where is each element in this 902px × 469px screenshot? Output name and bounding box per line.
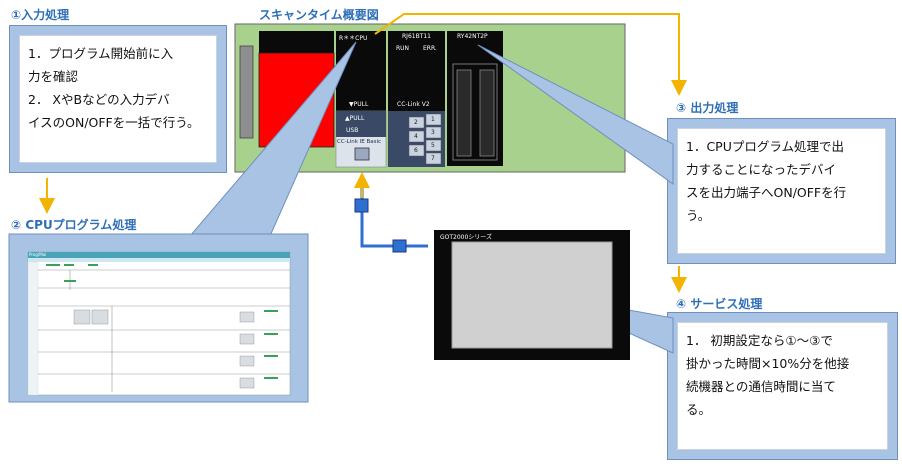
input-line-1: 1．プログラム開始前に入 <box>28 46 174 61</box>
output-process-text: 1．CPUプログラム処理で出 力することになったデバイ スを出力端子へON/OF… <box>677 128 886 254</box>
service-line-3: 続機器との通信時間に当て <box>686 379 836 394</box>
output-line-1: 1．CPUプログラム処理で出 <box>686 139 844 154</box>
input-line-4: イスのON/OFFを一括で行う。 <box>28 115 200 130</box>
service-process-heading: ④ サービス処理 <box>676 297 763 311</box>
service-line-4: る。 <box>686 402 712 417</box>
station-number-5: 5 <box>431 142 435 149</box>
pull-label-1: ▼PULL <box>349 101 369 108</box>
ry-terminal-right <box>479 69 495 157</box>
cpu-program-heading: ② CPUプログラム処理 <box>11 218 137 232</box>
cable-connector-top <box>354 198 369 213</box>
service-process-callout: 1． 初期設定なら①～③で 掛かった時間×10%分を他接 続機器との通信時間に当… <box>667 312 898 460</box>
service-line-2: 掛かった時間×10%分を他接 <box>686 356 850 371</box>
cclink-v2-label: CC-Link V2 <box>397 101 430 108</box>
ladder-device-labels <box>46 264 278 379</box>
station-number-2: 2 <box>414 119 418 126</box>
rj61bt11-label: RJ61BT11 <box>402 33 431 40</box>
output-process-callout: 1．CPUプログラム処理で出 力することになったデバイ スを出力端子へON/OF… <box>667 118 896 264</box>
cpu-label: R＊＊CPU <box>339 35 368 42</box>
cable-connector-right <box>392 239 407 253</box>
input-process-text: 1．プログラム開始前に入 力を確認 2． XやBなどの入力デバ イスのON/OF… <box>19 35 217 163</box>
rj61bt11-module <box>388 31 445 111</box>
ladder-left-column <box>27 261 39 396</box>
station-number-1: 1 <box>431 116 435 123</box>
service-line-1: 1． 初期設定なら①～③で <box>686 333 833 348</box>
ladder-toolbar <box>28 252 290 258</box>
communication-cable <box>360 182 428 248</box>
station-number-4: 4 <box>414 133 418 140</box>
ladder-header-row <box>28 258 290 262</box>
flow-arrow-top <box>374 13 687 96</box>
err-label: ERR. <box>423 45 437 52</box>
got-screen-display <box>451 241 613 349</box>
input-line-2: 力を確認 <box>28 69 79 84</box>
usb-label: USB <box>346 127 359 134</box>
output-line-2: 力することになったデバイ <box>686 162 837 177</box>
output-line-3: スを出力端子へON/OFFを行 <box>686 185 847 200</box>
input-line-3: 2． XやBなどの入力デバ <box>28 92 170 107</box>
output-callout-pointer <box>477 44 674 185</box>
pull-label-2: ▲PULL <box>345 115 365 122</box>
station-number-7: 7 <box>431 155 435 162</box>
got-label: GOT2000シリーズ <box>440 234 493 241</box>
power-supply-top <box>259 31 334 53</box>
input-process-heading: ①入力処理 <box>11 8 70 22</box>
service-process-text: 1． 初期設定なら①～③で 掛かった時間×10%分を他接 続機器との通信時間に当… <box>677 322 888 450</box>
output-process-heading: ③ 出力処理 <box>676 101 739 115</box>
cpu-module <box>336 31 386 111</box>
ladder-contacts <box>73 309 255 389</box>
ladder-toolbar-text: Prog/Mai <box>29 252 47 257</box>
station-number-6: 6 <box>414 147 418 154</box>
usb-port <box>354 147 370 161</box>
output-line-4: う。 <box>686 208 711 223</box>
ladder-screenshot <box>27 251 291 396</box>
cpu-lower-dark <box>336 111 386 137</box>
ry-terminal-left <box>456 69 472 157</box>
input-process-callout: 1．プログラム開始前に入 力を確認 2． XやBなどの入力デバ イスのON/OF… <box>9 25 227 173</box>
run-label: RUN <box>396 45 410 52</box>
plc-base-connector <box>239 45 254 139</box>
cclink-ie-basic-label: CC-Link IE Basic <box>337 139 382 145</box>
ry42nt2p-label: RY42NT2P <box>457 33 488 40</box>
ladder-rungs <box>38 269 290 392</box>
station-number-3: 3 <box>431 129 435 136</box>
station-switches <box>408 113 442 165</box>
scan-time-overview-title: スキャンタイム概要図 <box>259 8 379 22</box>
